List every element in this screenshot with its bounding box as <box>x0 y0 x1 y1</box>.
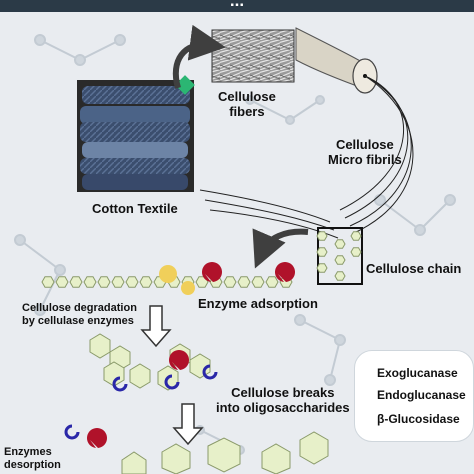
oligosaccharide-fragments <box>89 333 211 391</box>
title-bar: ... <box>0 0 474 12</box>
beta-glucosidase-fragment-3 <box>202 364 218 380</box>
chain-unit <box>350 247 362 257</box>
cellulose-chain-label: Cellulose chain <box>366 261 462 276</box>
endoglucanase-bound <box>159 265 177 283</box>
chain-unit <box>316 263 328 273</box>
chain-unit <box>334 255 346 265</box>
enzymes-desorption-label: Enzymes desorption <box>4 446 61 471</box>
cotton-textile-label: Cotton Textile <box>92 201 178 216</box>
glucose-unit <box>41 276 55 288</box>
exoglucanase-desorbed <box>87 428 108 448</box>
microfibril-strands <box>199 75 414 239</box>
glucose-monomers <box>121 431 329 474</box>
glucose-unit <box>237 276 251 288</box>
chain-unit <box>316 247 328 257</box>
exoglucanase-bound-2 <box>275 262 295 282</box>
cellulose-micro-fibrils-label: Cellulose Micro fibrils <box>328 137 402 167</box>
down-arrow-2 <box>172 403 204 446</box>
endoglucanase-bound-2 <box>181 281 195 295</box>
chain-unit <box>350 231 362 241</box>
chain-unit <box>334 271 346 281</box>
glucose-unit <box>111 276 125 288</box>
cellulose-chain-units <box>316 231 362 281</box>
glucose-unit <box>265 276 279 288</box>
molecule-background <box>14 34 456 455</box>
exoglucanase-fragment <box>169 350 190 370</box>
glucose-unit <box>69 276 83 288</box>
enzyme-adsorption-label: Enzyme adsorption <box>198 296 318 311</box>
enzyme-legend: Exoglucanase Endoglucanase β-Glucosidase <box>354 350 474 442</box>
glucose-unit <box>83 276 97 288</box>
glucose-unit <box>55 276 69 288</box>
title: ... <box>229 0 245 10</box>
cotton-textile-image <box>77 75 195 192</box>
glucose-unit <box>251 276 265 288</box>
chain-unit <box>316 231 328 241</box>
beta-glucosidase-desorbed <box>64 424 80 440</box>
beta-glucosidase-fragment-1 <box>112 376 128 392</box>
chain-unit <box>334 239 346 249</box>
legend-endoglucanase-label: Endoglucanase <box>377 388 466 402</box>
cellulose-breaks-label: Cellulose breaks into oligosaccharides <box>216 385 350 415</box>
glucose-unit <box>139 276 153 288</box>
cellulose-degradation-label: Cellulose degradation by cellulase enzym… <box>22 302 137 327</box>
exoglucanase-bound <box>202 262 223 282</box>
cellulose-fibers-image <box>211 29 295 83</box>
glucose-unit <box>97 276 111 288</box>
beta-glucosidase-fragment-2 <box>164 374 180 390</box>
arrow-chain-to-adsorption <box>252 228 309 269</box>
cellulose-chain-box <box>317 227 363 285</box>
legend-beta-glucosidase-label: β-Glucosidase <box>377 412 460 426</box>
legend-exoglucanase-label: Exoglucanase <box>377 366 458 380</box>
glucose-unit <box>125 276 139 288</box>
down-arrow-1 <box>140 305 172 348</box>
glucose-unit <box>223 276 237 288</box>
cellulose-fibers-label: Cellulose fibers <box>218 89 276 119</box>
curved-arrow-textile-to-fibers <box>172 24 226 89</box>
